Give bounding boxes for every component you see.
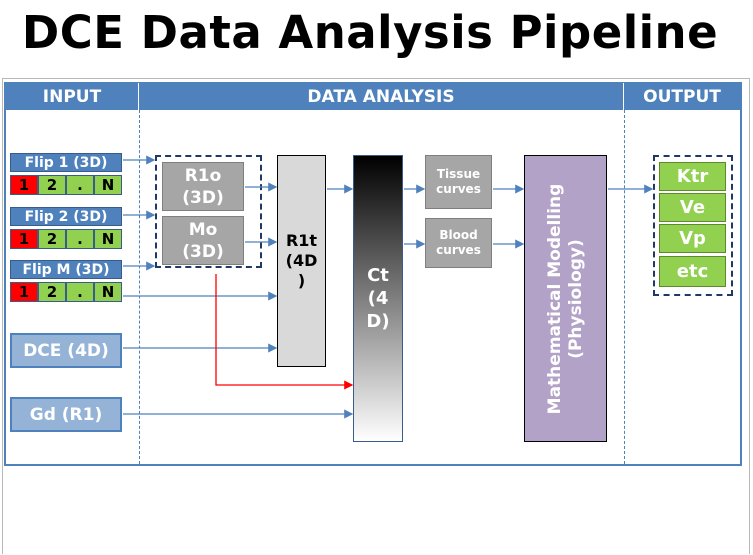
output-etc: etc [659, 256, 726, 287]
flip-cell: 2 [38, 175, 66, 195]
flip-cell: N [94, 229, 122, 249]
ct-dim-end: D) [366, 311, 390, 332]
dce-input-box: DCE (4D) [10, 333, 122, 368]
flip-cell: 1 [10, 175, 38, 195]
flip-cell: . [66, 175, 94, 195]
output-vp: Vp [659, 224, 726, 253]
flip-label: Flip 2 (3D) [10, 207, 122, 226]
header-input: INPUT [6, 83, 139, 110]
gd-input-box: Gd (R1) [10, 397, 122, 432]
flip-cell: 2 [38, 282, 66, 302]
ct-box: Ct (4 D) [353, 155, 403, 442]
r1o-mo-group [155, 155, 262, 268]
flip-group-2: Flip 2 (3D) 1 2 . N [10, 207, 122, 251]
modelling-box: Mathematical Modelling (Physiology) [524, 155, 607, 442]
flip-label: Flip M (3D) [10, 260, 122, 279]
tissue-curves-box: Tissue curves [425, 155, 492, 209]
flip-cells: 1 2 . N [10, 229, 122, 249]
r1t-box: R1t (4D ) [277, 155, 326, 367]
output-group [653, 155, 733, 296]
flip-cell: . [66, 282, 94, 302]
flip-label: Flip 1 (3D) [10, 153, 122, 172]
r1o-dim: (3D) [182, 187, 224, 208]
page-title: DCE Data Analysis Pipeline [21, 6, 719, 59]
output-ve: Ve [659, 193, 726, 222]
r1o-box: R1o (3D) [162, 162, 244, 211]
flip-cell: N [94, 175, 122, 195]
header-analysis: DATA ANALYSIS [139, 83, 624, 110]
tissue-sub: curves [436, 182, 481, 196]
r1t-dim: (4D [285, 251, 318, 270]
output-ktr: Ktr [659, 162, 726, 191]
divider-output [624, 110, 625, 464]
flip-group-1: Flip 1 (3D) 1 2 . N [10, 153, 122, 197]
flip-cell: N [94, 282, 122, 302]
flip-cell: 2 [38, 229, 66, 249]
flip-cells: 1 2 . N [10, 175, 122, 195]
blood-curves-box: Blood curves [425, 218, 492, 268]
slide-frame [2, 78, 750, 554]
mo-dim: (3D) [182, 241, 224, 262]
divider-input [139, 110, 140, 464]
flip-cell: 1 [10, 229, 38, 249]
header-output: OUTPUT [624, 83, 740, 110]
flip-cell: . [66, 229, 94, 249]
r1t-label: R1t [285, 231, 318, 250]
blood-sub: curves [436, 243, 481, 257]
blood-label: Blood [439, 228, 478, 242]
r1o-label: R1o [184, 165, 222, 186]
flip-group-m: Flip M (3D) 1 2 . N [10, 260, 122, 304]
ct-label: Ct [367, 265, 389, 286]
tissue-label: Tissue [436, 167, 481, 181]
mo-box: Mo (3D) [162, 216, 244, 265]
r1t-dim-end: ) [297, 271, 306, 290]
mo-label: Mo [188, 219, 218, 240]
flip-cell: 1 [10, 282, 38, 302]
flip-cells: 1 2 . N [10, 282, 122, 302]
arrow-mo-ct-red [215, 274, 354, 390]
ct-dim: (4 [367, 288, 389, 309]
